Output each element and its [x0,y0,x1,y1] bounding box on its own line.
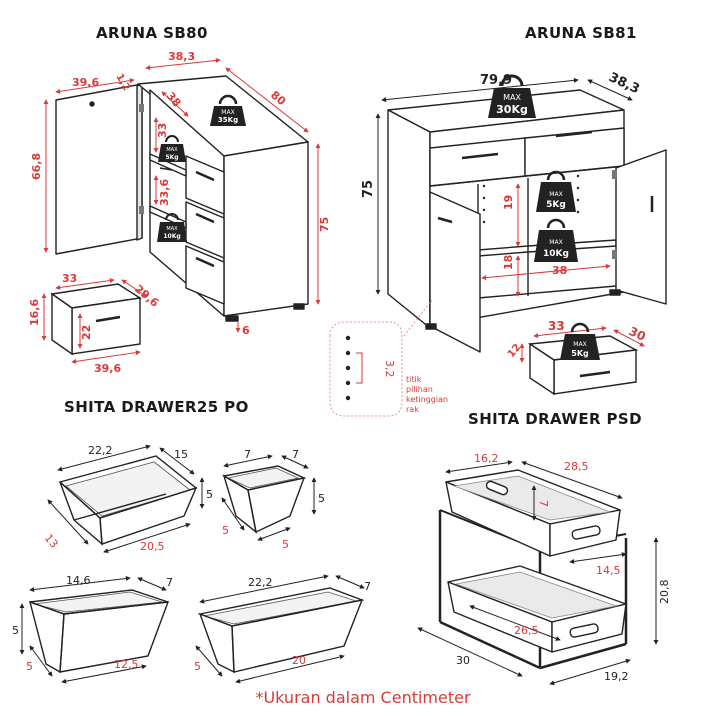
drawer25-big-side-label: 15 [174,448,188,461]
drawer25-mid-basket [28,589,170,674]
drawer25-small-side-label: 7 [292,448,299,461]
svg-text:MAX: MAX [549,191,562,198]
drawer25-small-basket [222,465,307,534]
sb81-drawer-labels: 33 30 12 [506,319,648,360]
shelf-note-line-4: rak [406,405,419,414]
drawer25-mid-top-label: 14,6 [66,574,91,587]
title-shita-drawer25: SHITA DRAWER25 PO [64,398,249,416]
sb80-drawer [50,283,142,356]
psd-lower-length-label: 26,5 [514,624,539,637]
sb81-drawer-height-label: 12 [506,342,523,360]
drawer25-small-depth-label: 5 [222,524,229,537]
sb81-drawer-dimensions [519,325,645,363]
sb81-shelf-upper-label: 19 [502,195,515,210]
sb80-door-height-label: 66,8 [30,153,43,180]
svg-text:MAX: MAX [503,93,521,102]
sb80-weight-icon-shelf1: MAX 5Kg [158,135,186,162]
sb80-weight-icon-top: MAX 35Kg [210,94,246,126]
drawer25-mid-depth-label: 5 [26,660,33,673]
sb80-foot-label: 6 [242,324,250,337]
sb81-weight-icon-shelf2: MAX 10Kg [534,218,578,262]
sb80-cabinet [55,75,309,322]
sb80-drawer-height-label: 16,6 [28,299,41,326]
svg-text:10Kg: 10Kg [163,233,180,240]
svg-text:5Kg: 5Kg [546,200,566,210]
unit-footnote: *Ukuran dalam Centimeter [255,688,471,707]
svg-text:30Kg: 30Kg [496,103,528,116]
sb81-dimensions [375,77,633,295]
svg-text:35Kg: 35Kg [218,116,238,124]
sb81-depth-label: 38,3 [606,70,641,97]
sb80-shelf-lower-label: 33,6 [158,179,171,206]
sb80-height-label: 75 [318,217,331,232]
drawer25-long-bottom-label: 20 [292,654,306,667]
sb81-drawer-width-label: 33 [548,319,565,333]
drawer25-labels: 22,2 15 5 13 20,5 7 7 5 5 5 14,6 7 5 5 1… [12,444,371,673]
drawer25-mid-side-label: 7 [166,576,173,589]
drawer25-mid-bottom-label: 12,5 [114,658,139,671]
psd-total-height-label: 20,8 [658,580,671,605]
sb80-depth-label: 80 [268,88,288,108]
drawer25-big-height-label: 5 [206,488,213,501]
title-shita-drawer-psd: SHITA DRAWER PSD [468,410,642,428]
shelf-note-line-1: titik [406,375,422,384]
drawer25-long-depth-label: 5 [194,660,201,673]
svg-text:MAX: MAX [166,147,178,153]
sb80-width-label: 38,3 [168,50,195,63]
drawer25-big-bottom-label: 20,5 [140,540,165,553]
psd-top-width-label: 16,2 [474,452,499,465]
drawer25-small-top-label: 7 [244,448,251,461]
sb81-drawer-weight-icon: MAX 5Kg [560,322,600,360]
sb81-cabinet [387,89,667,353]
svg-text:MAX: MAX [221,109,234,116]
psd-base-depth-label: 30 [456,654,470,667]
svg-text:MAX: MAX [549,239,562,246]
drawer25-dimensions [19,444,365,684]
svg-text:5Kg: 5Kg [571,349,589,358]
psd-dimensions [417,460,659,686]
sb81-inner-dimensions [481,183,611,297]
psd-mid-width-label: 14,5 [596,564,621,577]
psd-top-length-label: 28,5 [564,460,589,473]
sb80-door-width-label: 39,6 [72,76,99,89]
sb81-dimension-labels: 79,9 38,3 75 19 18 38 [361,70,642,277]
shelf-spacing-label: 3,2 [383,360,396,378]
drawer25-big-basket [58,455,198,546]
shelf-note-line-3: ketinggian [406,395,448,404]
drawer25-small-height-label: 5 [318,492,325,505]
svg-text:5Kg: 5Kg [165,154,178,161]
sb81-drawer-depth-label: 30 [627,324,648,344]
drawer25-big-depth-label: 13 [42,532,61,551]
drawer25-big-top-label: 22,2 [88,444,113,457]
sb81-weight-icon-shelf1: MAX 5Kg [536,170,576,212]
shelf-height-callout: 3,2 titik pilihan ketinggian rak [329,299,448,417]
sb80-drawer-front-label: 39,6 [94,362,121,375]
sb81-weight-icon-top: MAX 30Kg [488,74,536,118]
drawer25-long-basket [197,587,365,674]
svg-text:MAX: MAX [573,341,586,348]
sb81-inner-width-label: 38 [552,264,567,277]
drawer25-long-top-label: 22,2 [248,576,273,589]
sb80-drawer-inner-label: 22 [80,325,93,340]
sb80-shelf-upper-label: 33 [156,123,169,138]
drawer25-long-side-label: 7 [364,580,371,593]
title-aruna-sb80: ARUNA SB80 [96,24,208,42]
drawer25-small-bottom-label: 5 [282,538,289,551]
sb81-height-label: 75 [361,180,376,198]
sb80-drawer-width-label: 33 [62,272,77,285]
svg-text:MAX: MAX [166,226,178,232]
shelf-note-line-2: pilihan [406,385,433,394]
sb81-width-label: 79,9 [480,73,512,88]
drawer25-mid-height-label: 5 [12,624,19,637]
psd-inner-height-label: 7 [537,500,550,507]
psd-base-width-label: 19,2 [604,670,629,683]
psd-labels: 16,2 28,5 7 14,5 26,5 20,8 30 19,2 [456,452,671,683]
svg-text:10Kg: 10Kg [543,249,569,259]
sb81-shelf-lower-label: 18 [502,255,515,270]
sb80-dimensions [41,57,321,364]
sb80-weight-icon-shelf2: MAX 10Kg [157,213,187,242]
title-aruna-sb81: ARUNA SB81 [525,24,637,42]
